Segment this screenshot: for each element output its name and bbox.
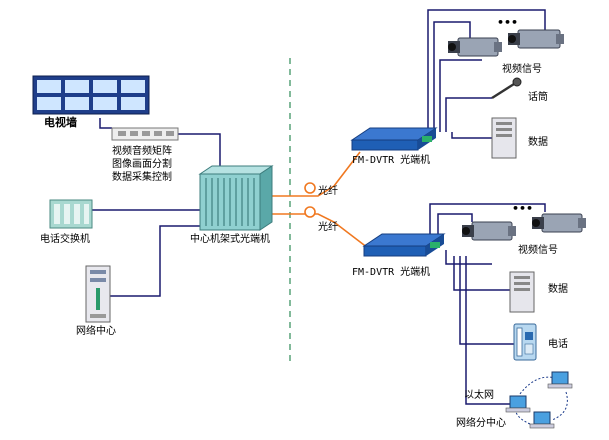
camera-icon [532,213,586,233]
connection-lines [92,9,546,405]
optical-terminal-top-label: FM-DVTR 光端机 [352,153,430,166]
matrix-device [111,127,179,141]
computer-icon [505,395,531,413]
camera-icon [448,37,502,57]
optical-terminal-bottom-label: FM-DVTR 光端机 [352,265,430,278]
camera-dots-top: ••• [497,16,518,29]
network-branch-label: 网络分中心 [456,416,506,429]
central-rack-label: 中心机架式光端机 [190,232,270,245]
phone-exchange-label: 电话交换机 [40,232,90,245]
camera-icon [508,29,564,49]
matrix-label-2: 图像画面分割 [112,157,172,170]
computer-icon [547,371,573,389]
microphone-label: 话筒 [528,90,548,103]
fiber-label-top: 光纤 [318,184,338,197]
ethernet-label: 以太网 [464,388,494,401]
optical-terminal-top-icon [350,127,438,151]
tv-wall [32,75,150,115]
video-signal-top-label: 视频信号 [502,62,542,75]
phone-label: 电话 [548,337,568,350]
data-top-label: 数据 [528,135,548,148]
camera-dots-bottom: ••• [512,202,533,215]
server-icon [509,271,535,313]
video-signal-bottom-label: 视频信号 [518,243,558,256]
phone-icon [513,323,537,361]
server-icon [491,117,517,159]
computer-icon [529,411,555,429]
tv-wall-label: 电视墙 [44,115,77,129]
microphone-icon [491,77,522,100]
network-center-label: 网络中心 [76,324,116,337]
phone-exchange-icon [49,199,93,229]
optical-terminal-bottom-icon [362,233,446,257]
matrix-label-1: 视频音频矩阵 [112,144,172,157]
fiber-lines [272,151,369,249]
network-center-icon [85,265,111,323]
matrix-label-3: 数据采集控制 [112,170,172,183]
data-bottom-label: 数据 [548,282,568,295]
camera-icon [462,221,516,241]
fiber-label-bottom: 光纤 [318,220,338,233]
central-rack-icon [198,165,274,231]
